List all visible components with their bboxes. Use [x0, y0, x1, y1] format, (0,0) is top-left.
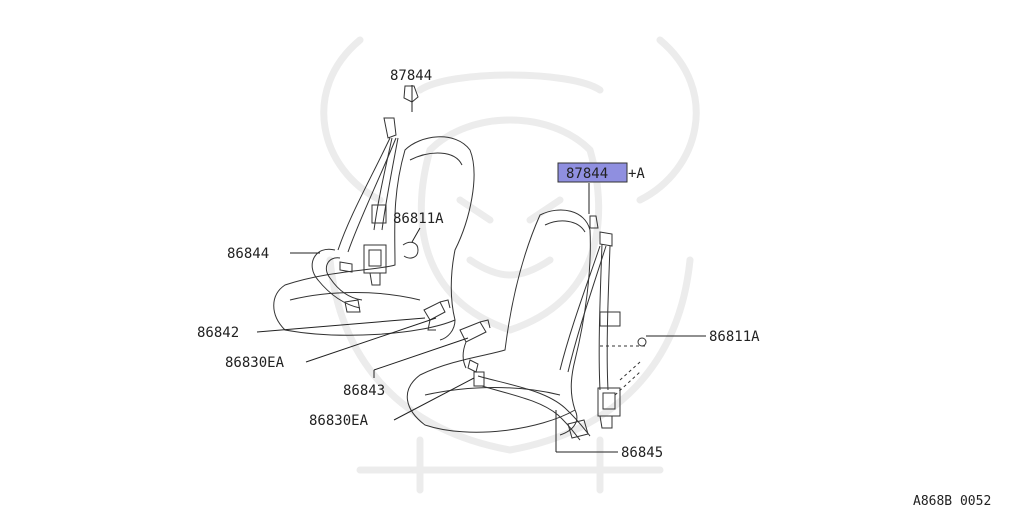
label-86811A-left[interactable]: 86811A [393, 211, 444, 227]
watermark-emblem [320, 36, 700, 494]
left-seat-belt-assembly [311, 85, 419, 313]
left-anchor-cover [403, 85, 419, 103]
label-87844-top-left[interactable]: 87844 [390, 68, 432, 84]
label-86830EA-lower[interactable]: 86830EA [309, 413, 369, 429]
label-86811A-right[interactable]: 86811A [709, 329, 760, 345]
label-86843[interactable]: 86843 [343, 383, 385, 399]
label-86844[interactable]: 86844 [227, 246, 269, 262]
leader-lines [256, 85, 706, 453]
left-buckle-assembly [423, 299, 451, 331]
right-seat [406, 209, 591, 436]
callout-labels: 87844 86811A 86844 86842 86830EA 86843 8… [197, 68, 760, 461]
left-seat [273, 136, 475, 341]
right-lower-belt [473, 371, 591, 441]
label-87844-right[interactable]: 87844 [566, 166, 608, 182]
label-86842[interactable]: 86842 [197, 325, 239, 341]
label-suffix-A: +A [628, 166, 645, 182]
center-buckle-assembly [459, 319, 491, 373]
right-seat-belt-assembly [559, 215, 647, 429]
diagram-code: A868B 0052 [913, 494, 991, 509]
label-86845[interactable]: 86845 [621, 445, 663, 461]
label-86830EA-upper[interactable]: 86830EA [225, 355, 285, 371]
highlight-87844 [557, 162, 628, 183]
